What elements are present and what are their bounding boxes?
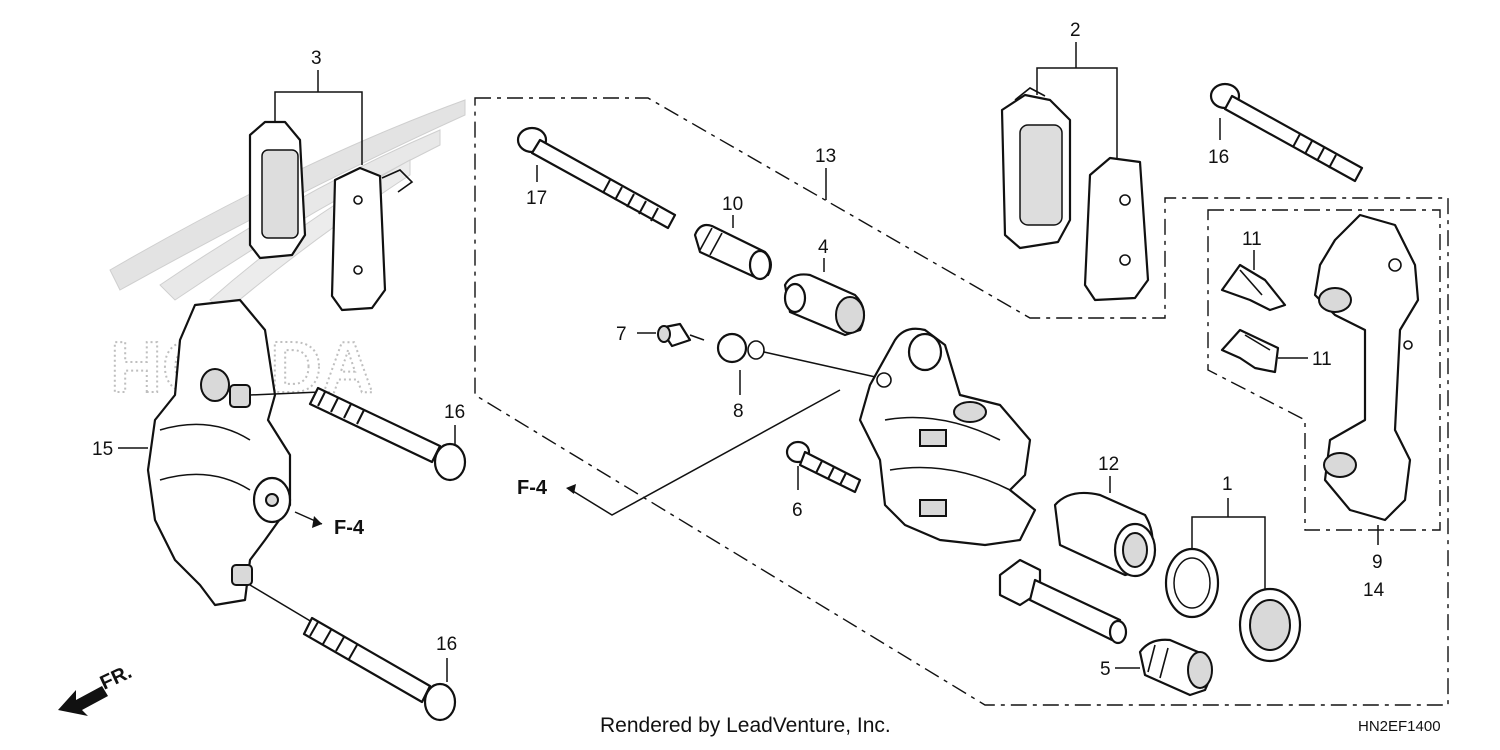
callout-8: 8	[733, 401, 744, 422]
callout-9: 9	[1372, 552, 1383, 573]
callout-16-upper-right: 16	[1208, 147, 1229, 168]
bolt-16-upper-left	[249, 386, 467, 482]
callout-13: 13	[815, 146, 836, 167]
callout-2: 2	[1070, 20, 1081, 41]
rendered-by-credit: Rendered by LeadVenture, Inc.	[600, 714, 891, 737]
brake-pad-set-right	[1000, 87, 1150, 302]
ref-f4-right: F-4	[517, 477, 548, 499]
diagram-code: HN2EF1400	[1358, 718, 1441, 735]
callout-7: 7	[616, 324, 627, 345]
caliper-body	[858, 327, 1037, 547]
callout-16-upper-left: 16	[444, 402, 465, 423]
bracket-group-outline	[1207, 209, 1441, 531]
caliper-pin	[998, 558, 1128, 645]
pad-clip-lower-11	[1220, 328, 1280, 374]
front-direction-arrow: FR.	[58, 661, 135, 716]
seal-set-1	[1164, 547, 1302, 663]
caliper-bracket-9	[1313, 213, 1420, 522]
piston-12	[1053, 491, 1157, 578]
callout-11-lower: 11	[1312, 349, 1332, 370]
bolt-6	[785, 440, 862, 494]
pin-bolt-17	[516, 126, 677, 230]
callout-14: 14	[1363, 580, 1385, 601]
pad-clip-upper-11	[1220, 263, 1287, 312]
callout-5: 5	[1100, 659, 1111, 680]
boot-5	[1138, 638, 1213, 697]
caliper-assembly-outline	[474, 97, 1449, 706]
boot-4	[783, 273, 866, 337]
caliper-assembly-left	[146, 298, 292, 607]
callout-17: 17	[526, 188, 547, 209]
callout-6: 6	[792, 500, 803, 521]
ref-f4-left: F-4	[334, 517, 365, 539]
bleeder-screw-7	[657, 322, 705, 348]
bolt-16-upper-right	[1209, 82, 1364, 183]
callout-3: 3	[311, 48, 322, 69]
bolt-16-lower-left	[249, 584, 457, 722]
bleeder-cap-8	[716, 332, 892, 389]
callout-10: 10	[722, 194, 743, 215]
callout-15: 15	[92, 439, 113, 460]
brake-pad-set-left	[248, 120, 414, 312]
callout-11-upper: 11	[1242, 229, 1262, 250]
callout-1: 1	[1222, 474, 1233, 495]
sleeve-10	[693, 223, 772, 281]
callout-12: 12	[1098, 454, 1119, 475]
callout-4: 4	[818, 237, 829, 258]
callout-16-lower-left: 16	[436, 634, 457, 655]
